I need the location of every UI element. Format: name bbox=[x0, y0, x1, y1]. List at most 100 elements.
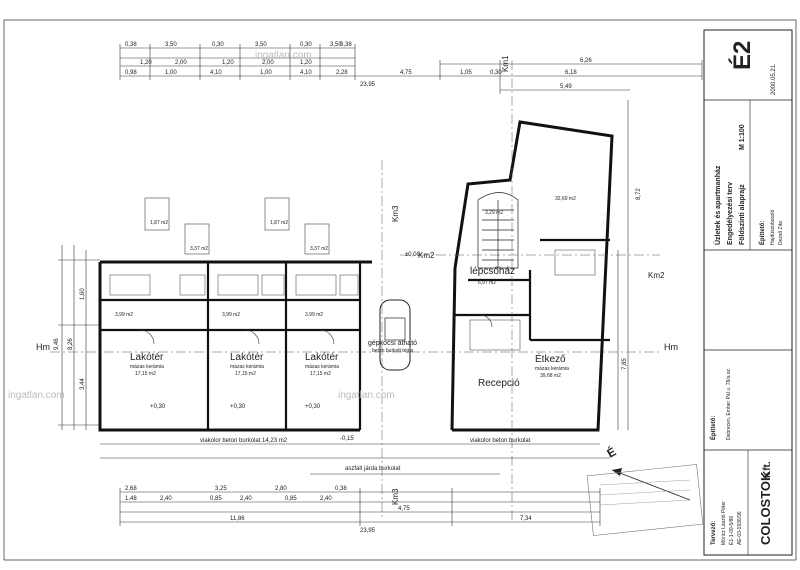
svg-text:2,40: 2,40 bbox=[160, 496, 172, 502]
svg-text:1,00: 1,00 bbox=[260, 70, 272, 76]
axis-hm-left: Hm bbox=[36, 342, 50, 352]
room-lakoter-1-area: 17,15 m2 bbox=[135, 371, 156, 377]
project-scale: M 1:100 bbox=[739, 124, 746, 150]
room-furdo-3-area: 3,99 m2 bbox=[305, 312, 323, 318]
room-etkezo-finish: mázas kerámia bbox=[535, 366, 569, 372]
level-zero: ±0,00 bbox=[405, 252, 421, 258]
dim-left-h: 9,46 bbox=[54, 338, 60, 350]
room-lepcsohaz: lépcsőház bbox=[470, 266, 515, 277]
designer-label: Tervező: bbox=[711, 521, 717, 545]
owner-label: Építtető: bbox=[758, 221, 766, 245]
svg-text:3,44: 3,44 bbox=[80, 378, 86, 390]
axis-hm-right: Hm bbox=[664, 342, 678, 352]
level-plus30-2: +0,30 bbox=[230, 404, 246, 410]
dim-bottom-left: 11,86 bbox=[230, 516, 245, 522]
staircase bbox=[477, 192, 519, 269]
dim-bottom-right: 7,34 bbox=[520, 516, 532, 522]
room-lakoter-1-finish: mázas kerámia bbox=[130, 364, 164, 370]
dim-top-right3: 5,49 bbox=[560, 84, 572, 90]
svg-text:1,60: 1,60 bbox=[80, 288, 86, 300]
room-lakoter-2: Lakótér bbox=[230, 352, 264, 363]
svg-text:0,85: 0,85 bbox=[285, 496, 297, 502]
north-arrow: É bbox=[604, 444, 691, 501]
room-lakoter-3: Lakótér bbox=[305, 352, 339, 363]
owner-line-3: Debrecen, Ember Pál u. 78/a sz. bbox=[726, 368, 732, 440]
svg-text:0,85: 0,85 bbox=[210, 496, 222, 502]
axis-km1: Km1 bbox=[501, 55, 510, 72]
svg-text:2,40: 2,40 bbox=[240, 496, 252, 502]
room-tags bbox=[144, 197, 330, 255]
dim-top-total: 23,95 bbox=[360, 82, 376, 88]
room-eloter-2-area: 1,87 m2 bbox=[270, 220, 288, 226]
asphalt-label: aszfalt járda burkolat bbox=[345, 466, 401, 472]
dim-right-h: 7,85 bbox=[622, 358, 628, 370]
fixture-lines bbox=[109, 249, 596, 351]
svg-text:1,20: 1,20 bbox=[222, 60, 234, 66]
svg-text:1,20: 1,20 bbox=[300, 60, 312, 66]
dim-right-h2: 8,72 bbox=[636, 188, 642, 200]
axis-lines bbox=[50, 60, 660, 520]
watermark-top: ingatlan.com bbox=[255, 50, 312, 61]
car-symbol bbox=[379, 299, 411, 371]
right-dimension-chain bbox=[617, 100, 629, 430]
svg-text:0,30: 0,30 bbox=[300, 42, 312, 48]
room-labels: Lakótér mázas kerámia 17,15 m2 Lakótér m… bbox=[115, 196, 576, 389]
svg-text:1,00: 1,00 bbox=[165, 70, 177, 76]
room-mosdo-2-area: 3,37 m2 bbox=[310, 246, 328, 252]
designer-line-3: AE-03-1936/96 bbox=[737, 511, 743, 545]
company-tag: Kft. bbox=[762, 461, 773, 478]
svg-text:0,38: 0,38 bbox=[340, 42, 352, 48]
svg-text:1,48: 1,48 bbox=[125, 496, 137, 502]
axis-km3-top: Km3 bbox=[391, 205, 400, 222]
left-dimension-chain bbox=[58, 245, 100, 430]
room-gepkocsi-sub: beton burkolt tégla bbox=[372, 348, 413, 354]
room-recepcio: Recepció bbox=[478, 378, 520, 389]
approval-stamp bbox=[586, 464, 704, 536]
svg-text:0,38: 0,38 bbox=[335, 486, 347, 492]
title-block: É2 2000.05.21. Üzletek és apartmanház En… bbox=[703, 29, 793, 556]
svg-text:0,98: 0,98 bbox=[125, 70, 137, 76]
project-line-2: Engedélyezési terv bbox=[727, 182, 734, 245]
room-etkezo-area: 39,68 m2 bbox=[540, 373, 561, 379]
building-outline bbox=[98, 120, 614, 432]
level-minus15: -0,15 bbox=[340, 436, 354, 442]
svg-text:2,40: 2,40 bbox=[320, 496, 332, 502]
designer-line-2: É1-1-09-5/86 bbox=[728, 516, 735, 545]
svg-text:2,80: 2,80 bbox=[275, 486, 287, 492]
svg-text:4,10: 4,10 bbox=[300, 70, 312, 76]
company-name: COLOSTOK bbox=[758, 471, 773, 545]
svg-text:2,00: 2,00 bbox=[175, 60, 187, 66]
project-line-1: Üzletek és apartmanház bbox=[713, 165, 722, 245]
sheet-border bbox=[3, 19, 797, 561]
interior-walls bbox=[100, 238, 610, 430]
bottom-dimension-chains bbox=[119, 488, 601, 526]
svg-text:3,50: 3,50 bbox=[330, 42, 342, 48]
svg-text:2,28: 2,28 bbox=[336, 70, 348, 76]
svg-text:0,30: 0,30 bbox=[490, 70, 502, 76]
level-plus30-3: +0,30 bbox=[305, 404, 321, 410]
dim-top-right2: 6,18 bbox=[565, 70, 577, 76]
dim-top-right: 6,26 bbox=[580, 58, 592, 64]
svg-text:3,50: 3,50 bbox=[255, 42, 267, 48]
room-kert-area: 32,69 m2 bbox=[555, 196, 576, 202]
sheet-date: 2000.05.21. bbox=[771, 63, 777, 95]
owner-line-2: Dezső Zita bbox=[778, 221, 784, 245]
axis-km2-right: Km2 bbox=[648, 271, 665, 280]
sidewalk-lines bbox=[100, 443, 610, 475]
dim-top-475: 4,75 bbox=[400, 70, 412, 76]
watermarks: ingatlan.com ingatlan.com ingatlan.com bbox=[8, 50, 395, 401]
watermark-left: ingatlan.com bbox=[8, 390, 65, 401]
room-mosdo-1-area: 3,37 m2 bbox=[190, 246, 208, 252]
dim-bottom-total: 23,95 bbox=[360, 528, 376, 534]
dim-bottom-475: 4,75 bbox=[398, 506, 410, 512]
sidewalk-left-label: viakolor beton burkolat 14,23 m2 bbox=[200, 438, 288, 444]
project-line-3: Földszinti alaprajz bbox=[739, 184, 746, 245]
room-lepcso-area: 3,29 m2 bbox=[485, 210, 503, 216]
room-lakoter-2-finish: mázas kerámia bbox=[230, 364, 264, 370]
top-dimension-chains bbox=[119, 44, 703, 94]
room-lakoter-3-area: 17,15 m2 bbox=[310, 371, 331, 377]
dim-left-h2: 8,26 bbox=[68, 338, 74, 350]
room-lepcsohaz-area: 6,97 m2 bbox=[478, 280, 496, 286]
